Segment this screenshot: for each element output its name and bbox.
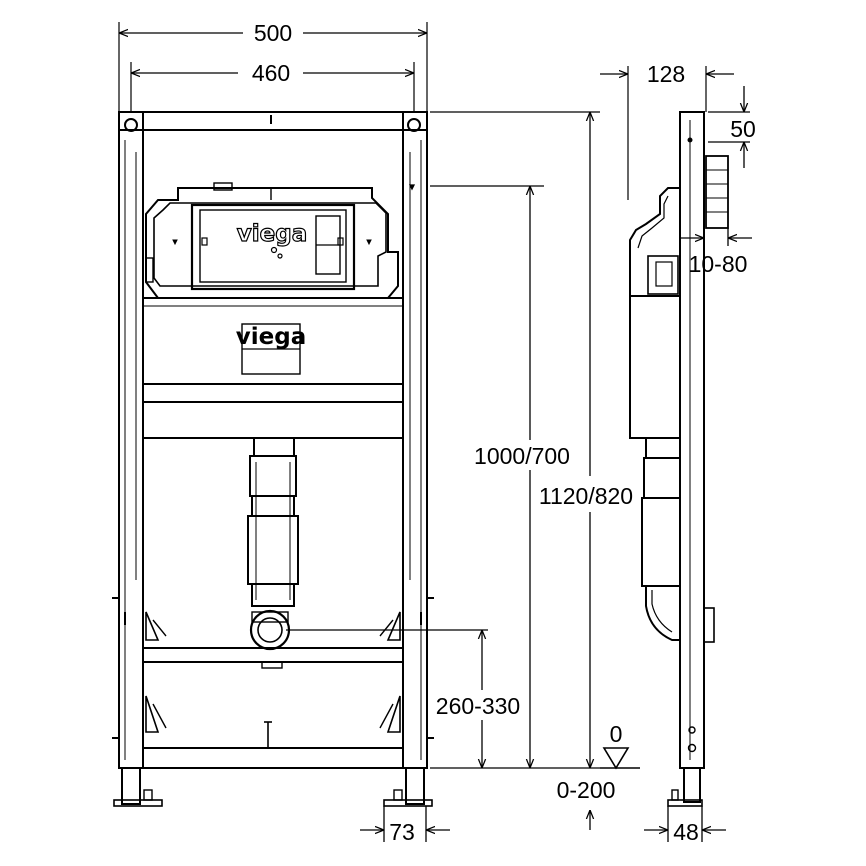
dim-foot-depth: 48 [673, 819, 699, 845]
drain-pipe [253, 437, 295, 457]
wall-spacer [705, 155, 729, 229]
dim-top-offset: 50 [730, 116, 756, 142]
dim-inner-width: 460 [252, 60, 290, 86]
dim-zero-level: 0 [610, 721, 623, 747]
cistern-housing [145, 187, 399, 299]
dim-overall-width: 500 [254, 20, 292, 46]
right-foot [405, 767, 425, 805]
dim-side-depth: 128 [647, 61, 685, 87]
dim-frame-height: 1120/820 [539, 483, 633, 509]
dim-drain-height: 260-330 [436, 693, 520, 719]
frame-bottom-rail [142, 747, 404, 769]
side-dimensions [600, 74, 752, 842]
side-view [627, 66, 729, 807]
dim-foot-offset: 73 [389, 819, 415, 845]
frame-top-rail [118, 111, 428, 131]
drain-outlet [249, 609, 291, 651]
frame-left-post [118, 111, 144, 769]
dim-wall-adjust: 10-80 [689, 251, 748, 277]
brand-logo-large: viega [237, 221, 307, 247]
flush-plate-frame [190, 203, 356, 291]
dim-foot-adjust: 0-200 [557, 777, 616, 803]
left-foot [121, 767, 141, 805]
front-view [112, 22, 434, 807]
brand-logo-small: viega [236, 324, 306, 350]
side-post [679, 111, 705, 769]
front-dimensions [119, 33, 640, 842]
frame-right-post [402, 111, 428, 769]
dim-flush-height: 1000/700 [474, 443, 570, 469]
cistern-side [629, 295, 681, 439]
